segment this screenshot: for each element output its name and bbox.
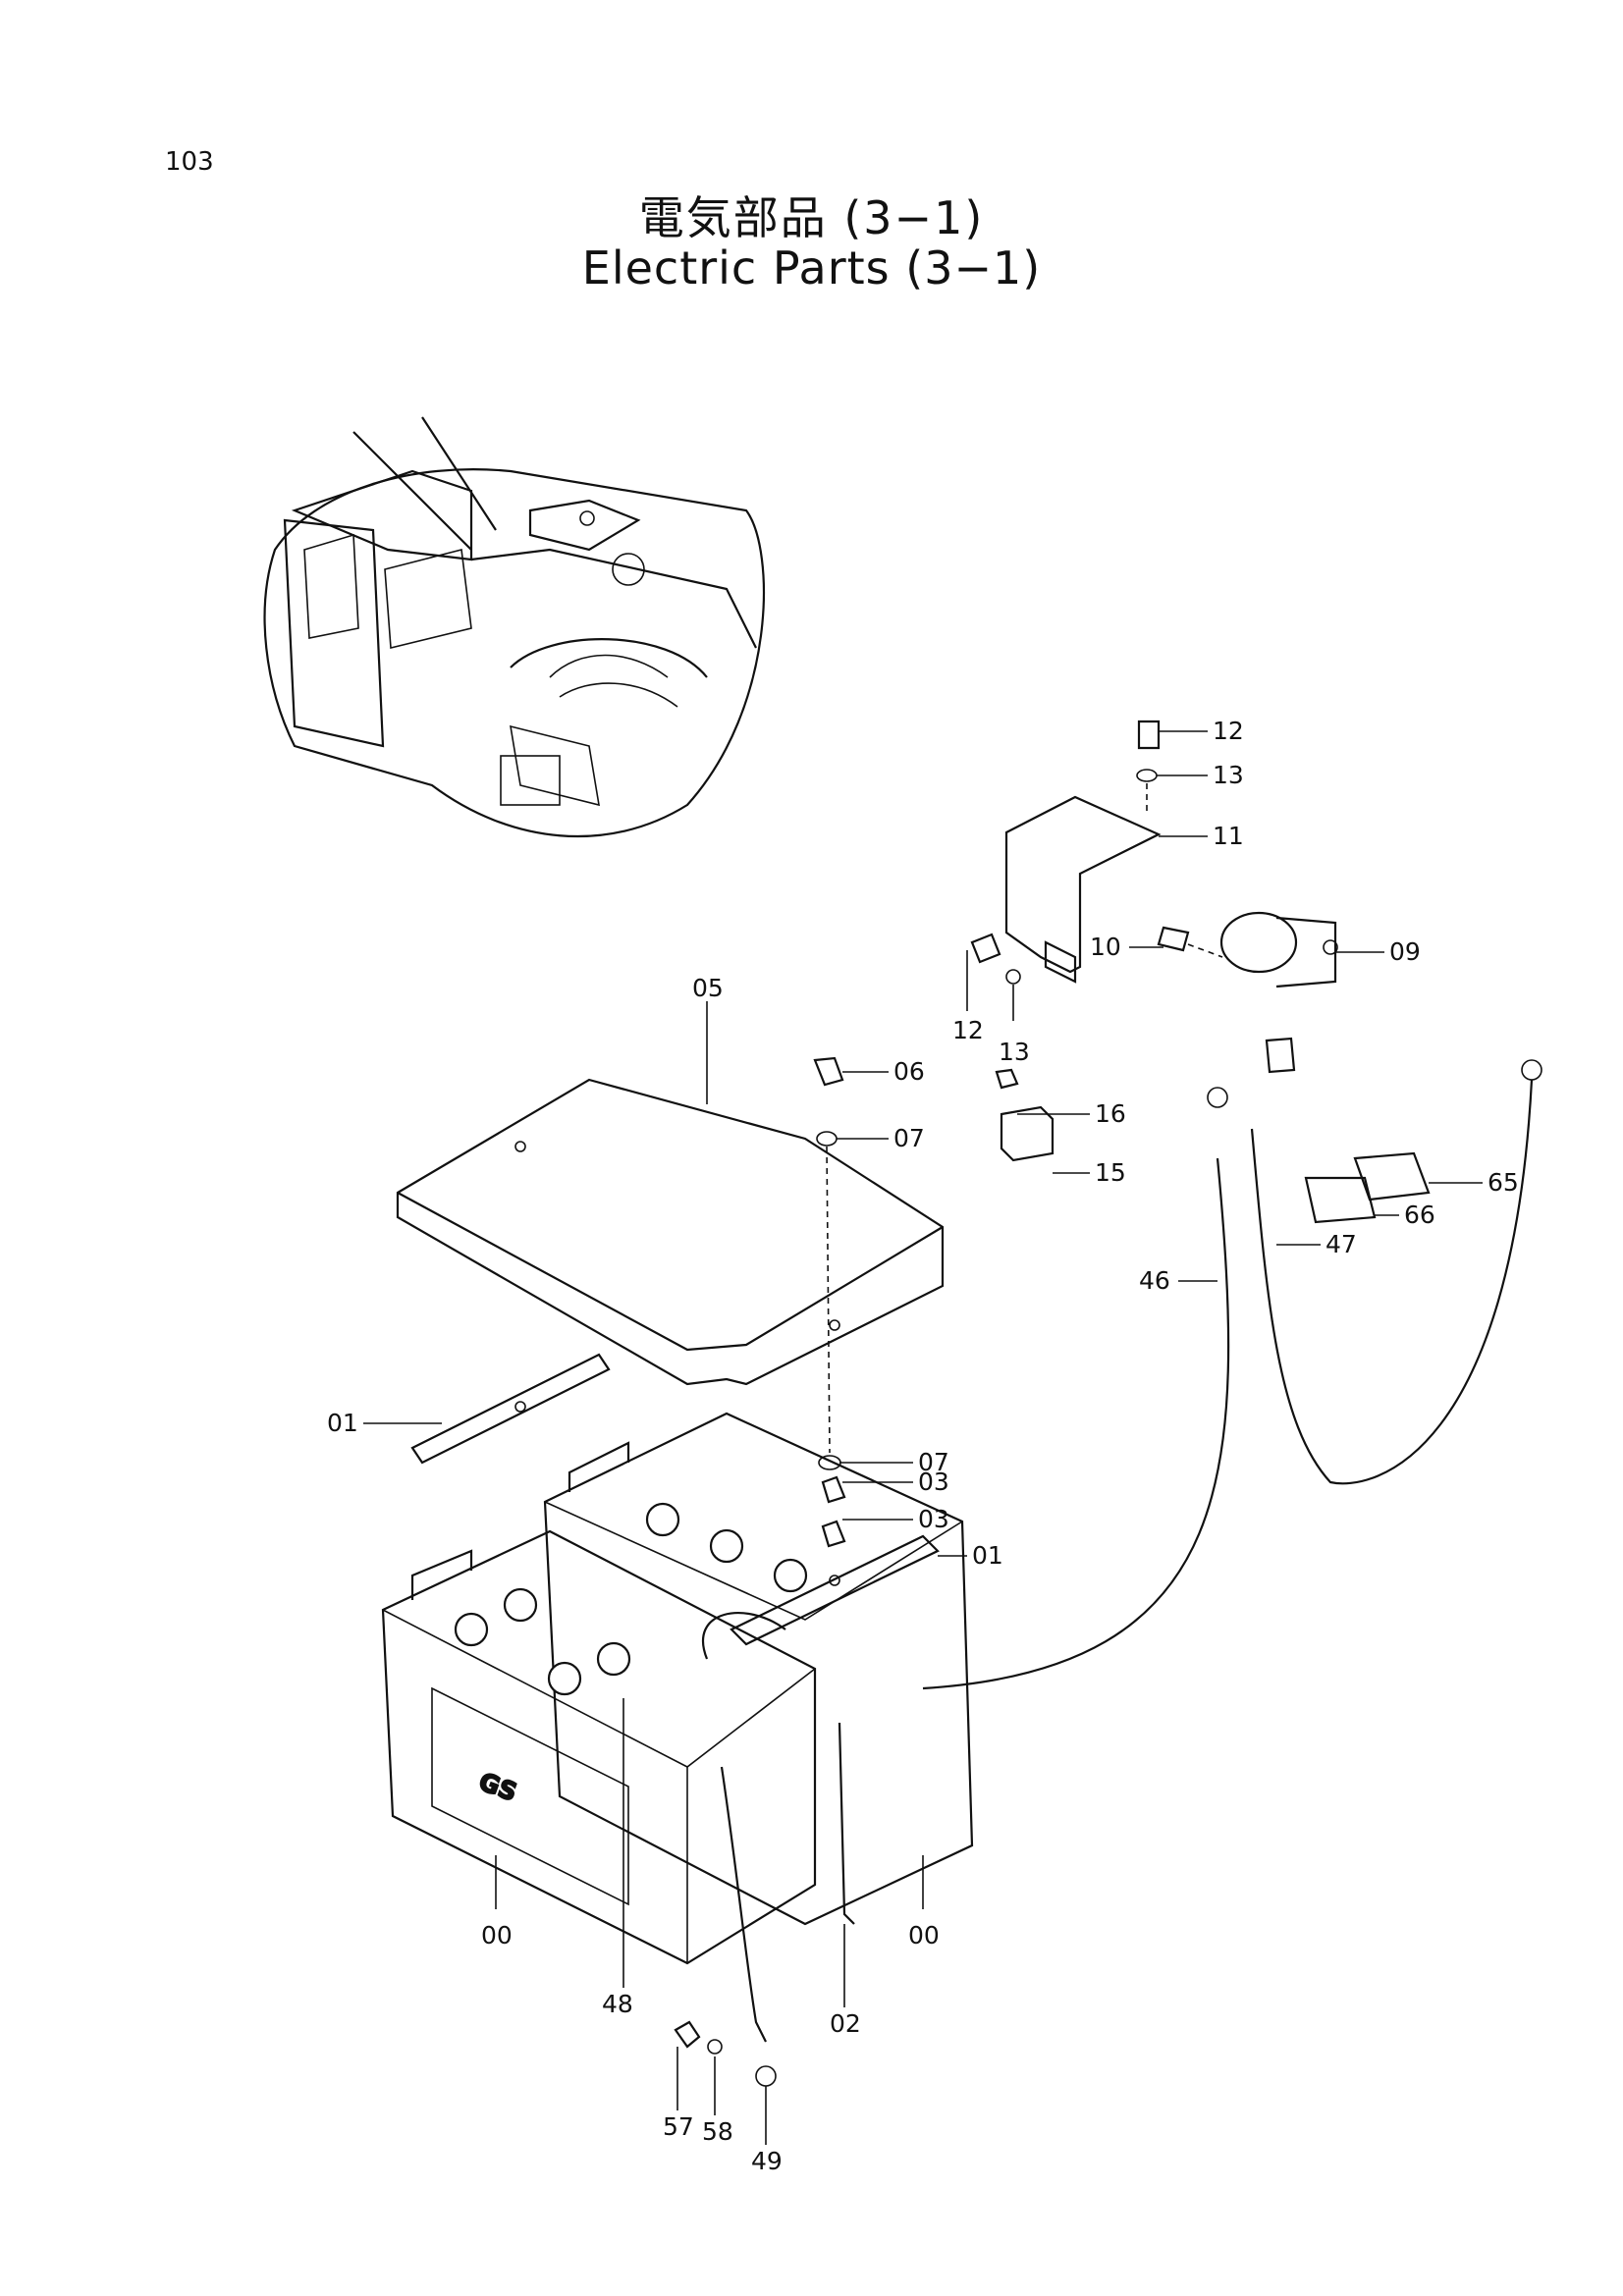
excavator-overview-illustration xyxy=(263,416,766,838)
callout-00-right: 00 xyxy=(908,1921,940,1949)
callout-07-bottom: 07 xyxy=(918,1448,949,1476)
callout-labels: 12 13 11 10 09 12 13 05 06 07 16 15 65 6… xyxy=(327,717,1519,2175)
callout-09: 09 xyxy=(1389,937,1421,966)
callout-11: 11 xyxy=(1213,822,1244,850)
callout-12-left: 12 xyxy=(952,1016,984,1044)
relay-bracket xyxy=(1004,795,1162,984)
callout-03-lower: 03 xyxy=(918,1505,949,1533)
callout-05: 05 xyxy=(692,974,724,1002)
callout-48: 48 xyxy=(602,1990,633,2018)
callout-15: 15 xyxy=(1095,1158,1126,1187)
callout-07-top: 07 xyxy=(893,1124,925,1152)
callout-03-upper: 03 xyxy=(918,1468,949,1496)
callout-66: 66 xyxy=(1404,1201,1435,1229)
title-japanese: 電気部品 (3−1) xyxy=(638,191,985,244)
small-relay xyxy=(995,1068,1055,1162)
bolt-and-washers xyxy=(674,720,1190,2087)
callout-12-top: 12 xyxy=(1213,717,1244,745)
callout-02: 02 xyxy=(830,2009,861,2038)
callout-47: 47 xyxy=(1325,1230,1357,1258)
callout-65: 65 xyxy=(1488,1168,1519,1197)
callout-58: 58 xyxy=(702,2117,733,2146)
battery-relay xyxy=(1219,911,1338,988)
callout-13-top: 13 xyxy=(1213,761,1244,789)
callout-01-left: 01 xyxy=(327,1409,358,1437)
callout-01-right: 01 xyxy=(972,1541,1003,1570)
callout-49: 49 xyxy=(751,2147,783,2175)
leader-lines xyxy=(363,730,1483,2145)
page-number: 103 xyxy=(165,147,214,177)
hold-down-bar-left xyxy=(410,1353,611,1465)
battery-cover xyxy=(396,1078,945,1386)
callout-57: 57 xyxy=(663,2112,694,2141)
callout-46: 46 xyxy=(1139,1266,1170,1295)
battery-rear xyxy=(543,1412,974,1926)
callout-06: 06 xyxy=(893,1057,925,1086)
callout-00-left: 00 xyxy=(481,1921,513,1949)
callout-13-left: 13 xyxy=(999,1038,1030,1066)
callout-10: 10 xyxy=(1090,933,1121,961)
title-english: Electric Parts (3−1) xyxy=(581,241,1042,294)
battery-cables xyxy=(701,1059,1542,2043)
terminal-covers xyxy=(1265,1037,1431,1224)
svg-text:GS: GS xyxy=(475,1767,520,1806)
battery-front: GS xyxy=(381,1529,817,1965)
hold-down-bar-right xyxy=(730,1534,940,1646)
callout-16: 16 xyxy=(1095,1099,1126,1128)
